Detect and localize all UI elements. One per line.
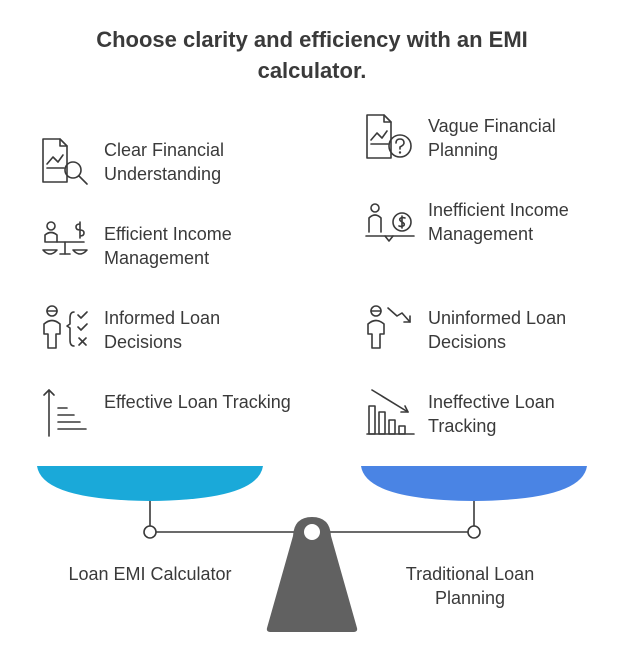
declining-bar-chart-icon (364, 388, 416, 440)
document-chart-magnifier-icon (40, 136, 92, 188)
left-item-label: Clear Financial Understanding (104, 140, 225, 184)
left-item-label: Effective Loan Tracking (104, 392, 291, 412)
left-pivot (143, 525, 157, 539)
person-coin-scale-icon (364, 196, 416, 248)
page-title: Choose clarity and efficiency with an EM… (96, 27, 528, 83)
left-base-label: Loan EMI Calculator (68, 564, 232, 584)
person-down-arrow-icon (364, 304, 416, 356)
right-item-label: Uninformed Loan Decisions (428, 308, 567, 352)
right-item-label: Inefficient Income Management (428, 200, 569, 244)
fulcrum (266, 517, 358, 632)
fulcrum-pin (304, 524, 320, 540)
right-pan (361, 466, 587, 501)
right-pivot (467, 525, 481, 539)
right-item-label: Vague Financial Planning (428, 116, 556, 160)
right-item-label: Ineffective Loan Tracking (428, 392, 555, 436)
ascending-bars-icon (40, 388, 92, 440)
left-item-label: Efficient Income Management (104, 224, 232, 268)
right-base-label: Traditional Loan Planning (405, 564, 535, 608)
person-balance-scale-icon (40, 220, 92, 272)
left-pan (37, 466, 263, 501)
document-chart-question-icon (364, 112, 416, 164)
person-checklist-icon (40, 304, 92, 356)
left-item-label: Informed Loan Decisions (104, 308, 221, 352)
